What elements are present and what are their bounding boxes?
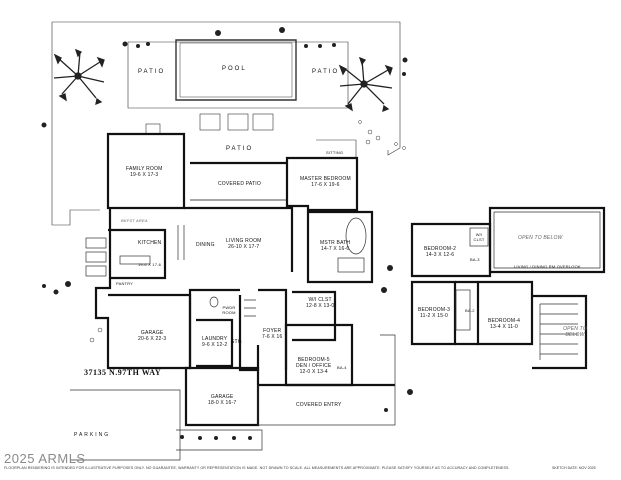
parking-label: PARKING xyxy=(74,432,111,438)
sketch-date: SKETCH DATE: NOV 2025 xyxy=(552,466,596,470)
sitting-label: SITTING xyxy=(326,150,344,155)
ba3-label: BA-3 xyxy=(470,257,480,262)
disclaimer-text: FLOORPLAN RENDERING IS INTENDED FOR ILLU… xyxy=(4,466,510,470)
room-name: BEDROOM-4 xyxy=(488,318,521,324)
room-dims: 12-0 X 13-4 xyxy=(299,369,328,375)
covered-entry-label: COVERED ENTRY xyxy=(296,402,342,408)
room-name: BEDROOM-3 xyxy=(418,307,451,313)
room-name: LAUNDRY xyxy=(202,336,228,342)
stg-label: STG xyxy=(231,339,242,345)
pantry-label: PANTRY xyxy=(116,281,134,286)
address-label: 37135 N.97TH WAY xyxy=(84,368,162,377)
room-dims: 26-10 X 17-7 xyxy=(228,244,260,250)
room-sub: DEN / OFFICE xyxy=(296,363,332,369)
open-to-below-top-label: OPEN TO BELOW xyxy=(518,235,563,241)
open-to-below-side-label: OPEN TO BELOW xyxy=(563,326,587,338)
room-dims: 14-3 X 12-6 xyxy=(425,252,455,258)
ba2-label: BA-2 xyxy=(465,308,475,313)
ba4-label: BA-4 xyxy=(337,365,347,370)
room-name: LIVING ROOM xyxy=(226,238,262,244)
room-name: W/I CLST xyxy=(308,297,332,303)
room-dims: 14-7 X 16-6 xyxy=(321,246,350,252)
room-name: FAMILY ROOM xyxy=(126,166,163,172)
wi-clst-upper-label: W/I CLST xyxy=(473,232,485,242)
room-dims: 13-4 X 11-0 xyxy=(490,324,519,330)
room-dims: 19-6 X 17-3 xyxy=(130,172,159,178)
room-name: BEDROOM-2 xyxy=(424,246,457,252)
room-name: MASTER BEDROOM xyxy=(300,176,351,182)
patio-right-label: PATIO xyxy=(312,69,340,75)
room-name: KITCHEN xyxy=(138,240,162,246)
kitchen-label: KITCHEN xyxy=(138,240,161,246)
patio-left-label: PATIO xyxy=(138,69,166,75)
room-dims: 17-6 X 19-6 xyxy=(311,182,340,188)
room-dims: 7-6 X 16 xyxy=(262,334,283,340)
patio-mid-label: PATIO xyxy=(226,146,254,152)
room-dims: 20-6 X 22-3 xyxy=(138,336,167,342)
dining-label: DINING xyxy=(196,242,215,248)
covered-patio-label: COVERED PATIO xyxy=(218,181,261,187)
room-dims: 11-2 X 15-0 xyxy=(420,313,449,319)
room-name: MSTR BATH xyxy=(320,240,351,246)
room-name: BEDROOM-5 xyxy=(297,357,330,363)
pwdr-room-label: PWDR ROOM xyxy=(222,305,236,315)
bkfst-area-label: BKFST AREA xyxy=(121,218,148,223)
room-dims: 18-0 X 16-7 xyxy=(208,400,237,406)
pool-label: POOL xyxy=(222,66,247,72)
room-dims: 12-8 X 13-0 xyxy=(306,303,335,309)
kitchen-dims-label: 19-6 X 17-6 xyxy=(138,262,162,267)
living-overlook-label: LIVING / DINING RM OVERLOOK xyxy=(514,264,581,269)
watermark: 2025 ARMLS xyxy=(4,451,86,466)
room-name: GARAGE xyxy=(210,394,234,400)
room-name: GARAGE xyxy=(140,330,164,336)
room-name: FOYER xyxy=(263,328,282,334)
room-dims: 9-6 X 12-2 xyxy=(202,342,228,348)
